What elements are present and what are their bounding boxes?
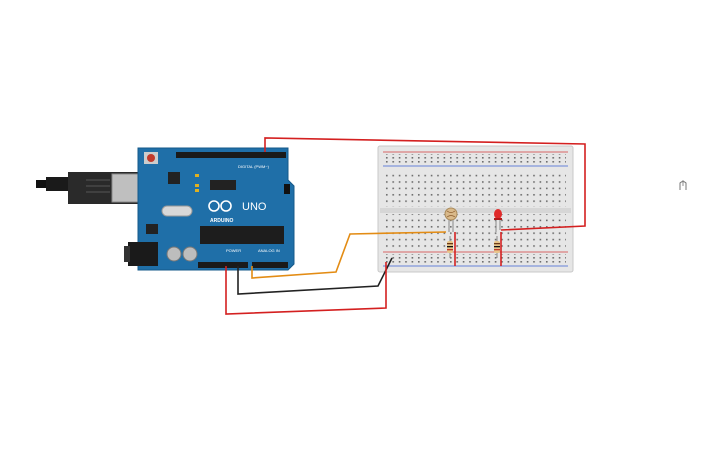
analog-header-label: ANALOG IN [258,248,280,253]
photoresistor[interactable] [444,207,458,232]
analog-header[interactable] [252,262,288,268]
top-rail-holes [384,154,566,163]
center-channel [380,208,571,213]
arduino-uno-board[interactable]: ARDUINO UNO DIGITAL (PWM~) POWER ANALOG … [36,147,295,271]
lower-terminal-holes [384,214,566,249]
digital-header-label: DIGITAL (PWM~) [238,164,270,169]
crystal-oscillator [161,205,193,217]
wire-red-5v-top[interactable] [264,137,586,231]
onboard-led-l [195,174,199,177]
wire-orange-analog[interactable] [251,231,447,279]
resistor-2[interactable] [494,236,500,258]
bottom-rail-holes [384,254,566,263]
icsp-header [284,184,290,194]
capacitor-1 [166,246,182,262]
led-red[interactable] [494,209,502,232]
power-header-label: POWER [226,248,241,253]
usb-connector-icon[interactable] [36,172,143,204]
onboard-led-rx [195,189,199,192]
capacitor-2 [182,246,198,262]
resistor-1[interactable] [447,236,453,258]
reset-button-cap[interactable] [147,154,155,162]
wire-red-power[interactable] [225,262,387,315]
voltage-regulator [146,224,158,234]
power-header[interactable] [198,262,248,268]
atmega16u2-chip [210,180,236,190]
upper-terminal-holes [384,172,566,207]
fit-view-icon[interactable] [679,180,687,190]
onboard-led-tx [195,184,199,187]
usb-chip [168,172,180,184]
arduino-model-label: UNO [242,201,267,213]
arduino-brand-label: ARDUINO [210,218,233,224]
digital-header[interactable] [176,152,286,158]
infinity-logo-icon [208,200,232,212]
power-jack-icon[interactable] [124,242,158,266]
wire-black-ground[interactable] [237,257,393,295]
breadboard[interactable] [377,145,574,273]
atmega328p-chip [200,226,284,244]
